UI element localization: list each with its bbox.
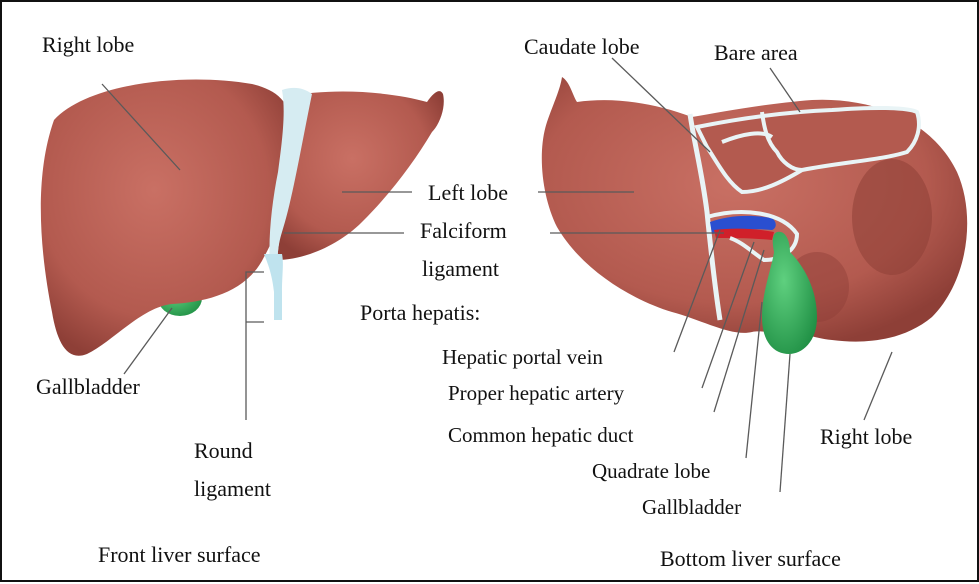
caption-bottom-liver-surface: Bottom liver surface <box>660 546 841 572</box>
bottom-shade-1 <box>852 159 932 275</box>
label-bare-area: Bare area <box>714 40 798 66</box>
label-caudate-lobe: Caudate lobe <box>524 34 639 60</box>
label-round-line2: ligament <box>194 476 271 502</box>
label-hepatic-portal-vein: Hepatic portal vein <box>442 344 603 370</box>
leader-round-ligament <box>246 272 264 420</box>
label-right-lobe-front: Right lobe <box>42 32 134 58</box>
front-right-lobe-shape <box>41 80 292 356</box>
label-porta-hepatis: Porta hepatis: <box>360 300 480 326</box>
label-right-lobe-bottom: Right lobe <box>820 424 912 450</box>
label-falciform-line1: Falciform <box>420 218 507 244</box>
label-left-lobe: Left lobe <box>428 180 508 206</box>
leader-right-lobe-bottom <box>864 352 892 420</box>
label-gallbladder-bottom: Gallbladder <box>642 494 741 520</box>
bottom-liver <box>542 77 967 354</box>
label-falciform-line2: ligament <box>422 256 499 282</box>
front-round-ligament-shape <box>264 254 283 320</box>
label-common-hepatic-duct: Common hepatic duct <box>448 422 633 448</box>
label-quadrate-lobe: Quadrate lobe <box>592 458 710 484</box>
leader-gallbladder-bottom <box>780 354 790 492</box>
label-gallbladder-front: Gallbladder <box>36 374 140 400</box>
label-round-line1: Round <box>194 438 253 464</box>
caption-front-liver-surface: Front liver surface <box>98 542 261 568</box>
label-proper-hepatic-artery: Proper hepatic artery <box>448 380 624 406</box>
